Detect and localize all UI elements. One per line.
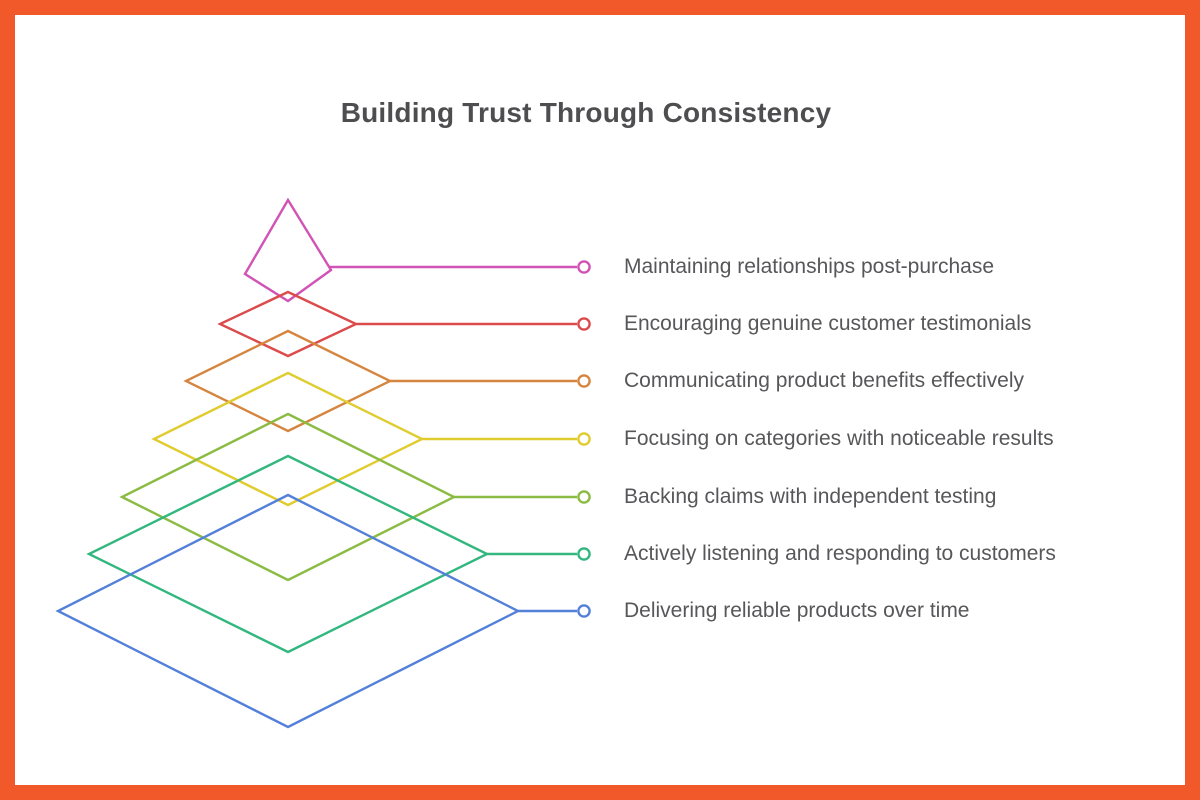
level-label-2: Encouraging genuine customer testimonial… <box>624 312 1032 335</box>
page-title: Building Trust Through Consistency <box>340 97 832 128</box>
pyramid-level-1 <box>243 197 591 303</box>
connector-dot-2 <box>577 317 591 331</box>
pyramid-level-3 <box>183 329 591 433</box>
connector-dot-3 <box>577 374 591 388</box>
pyramid-layer-shape-4 <box>151 371 425 507</box>
pyramid-layer-shape-5 <box>119 412 457 582</box>
level-label-1: Maintaining relationships post-purchase <box>624 255 995 278</box>
level-label-7: Delivering reliable products over time <box>624 599 970 622</box>
pyramid-base-shape <box>55 493 521 729</box>
pyramid-layer-shape-3 <box>183 329 393 433</box>
level-label-3: Communicating product benefits effective… <box>624 369 1024 392</box>
connector-dot-1 <box>577 260 591 274</box>
connector-dot-4 <box>577 432 591 446</box>
level-label-5: Backing claims with independent testing <box>624 485 997 508</box>
connector-dot-5 <box>577 490 591 504</box>
pyramid-level-6 <box>86 454 591 654</box>
connector-dot-6 <box>577 547 591 561</box>
pyramid-level-2 <box>217 290 591 358</box>
pyramid-level-5 <box>119 412 591 582</box>
pyramid-layer-shape-6 <box>86 454 490 654</box>
pyramid-level-4 <box>151 371 591 507</box>
level-label-4: Focusing on categories with noticeable r… <box>624 427 1054 450</box>
level-label-6: Actively listening and responding to cus… <box>624 542 1056 565</box>
pyramid-apex-shape <box>243 197 333 303</box>
pyramid-layer-shape-2 <box>217 290 359 358</box>
pyramid-level-7 <box>55 493 591 729</box>
connector-dot-7 <box>577 604 591 618</box>
